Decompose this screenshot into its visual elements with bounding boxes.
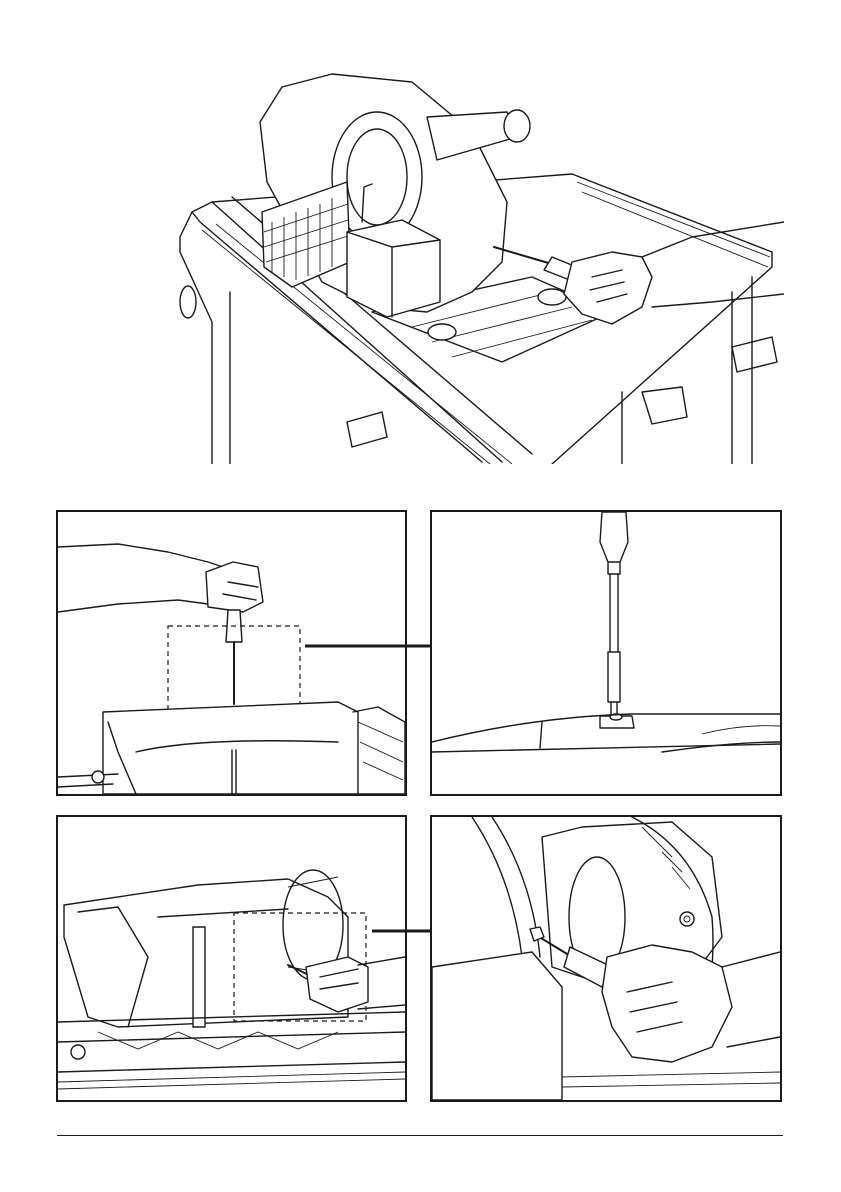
footer-rule (57, 1135, 783, 1136)
panel-screw-removal-side (56, 815, 407, 1102)
panel-4-drawing (432, 817, 780, 1100)
main-illustration (172, 62, 784, 464)
panel-2-drawing (432, 512, 780, 794)
tile-saw-drawing (172, 62, 784, 464)
panel-3-drawing (58, 817, 405, 1100)
panel-screwdriver-closeup (430, 510, 782, 796)
panel-side-closeup (430, 815, 782, 1102)
